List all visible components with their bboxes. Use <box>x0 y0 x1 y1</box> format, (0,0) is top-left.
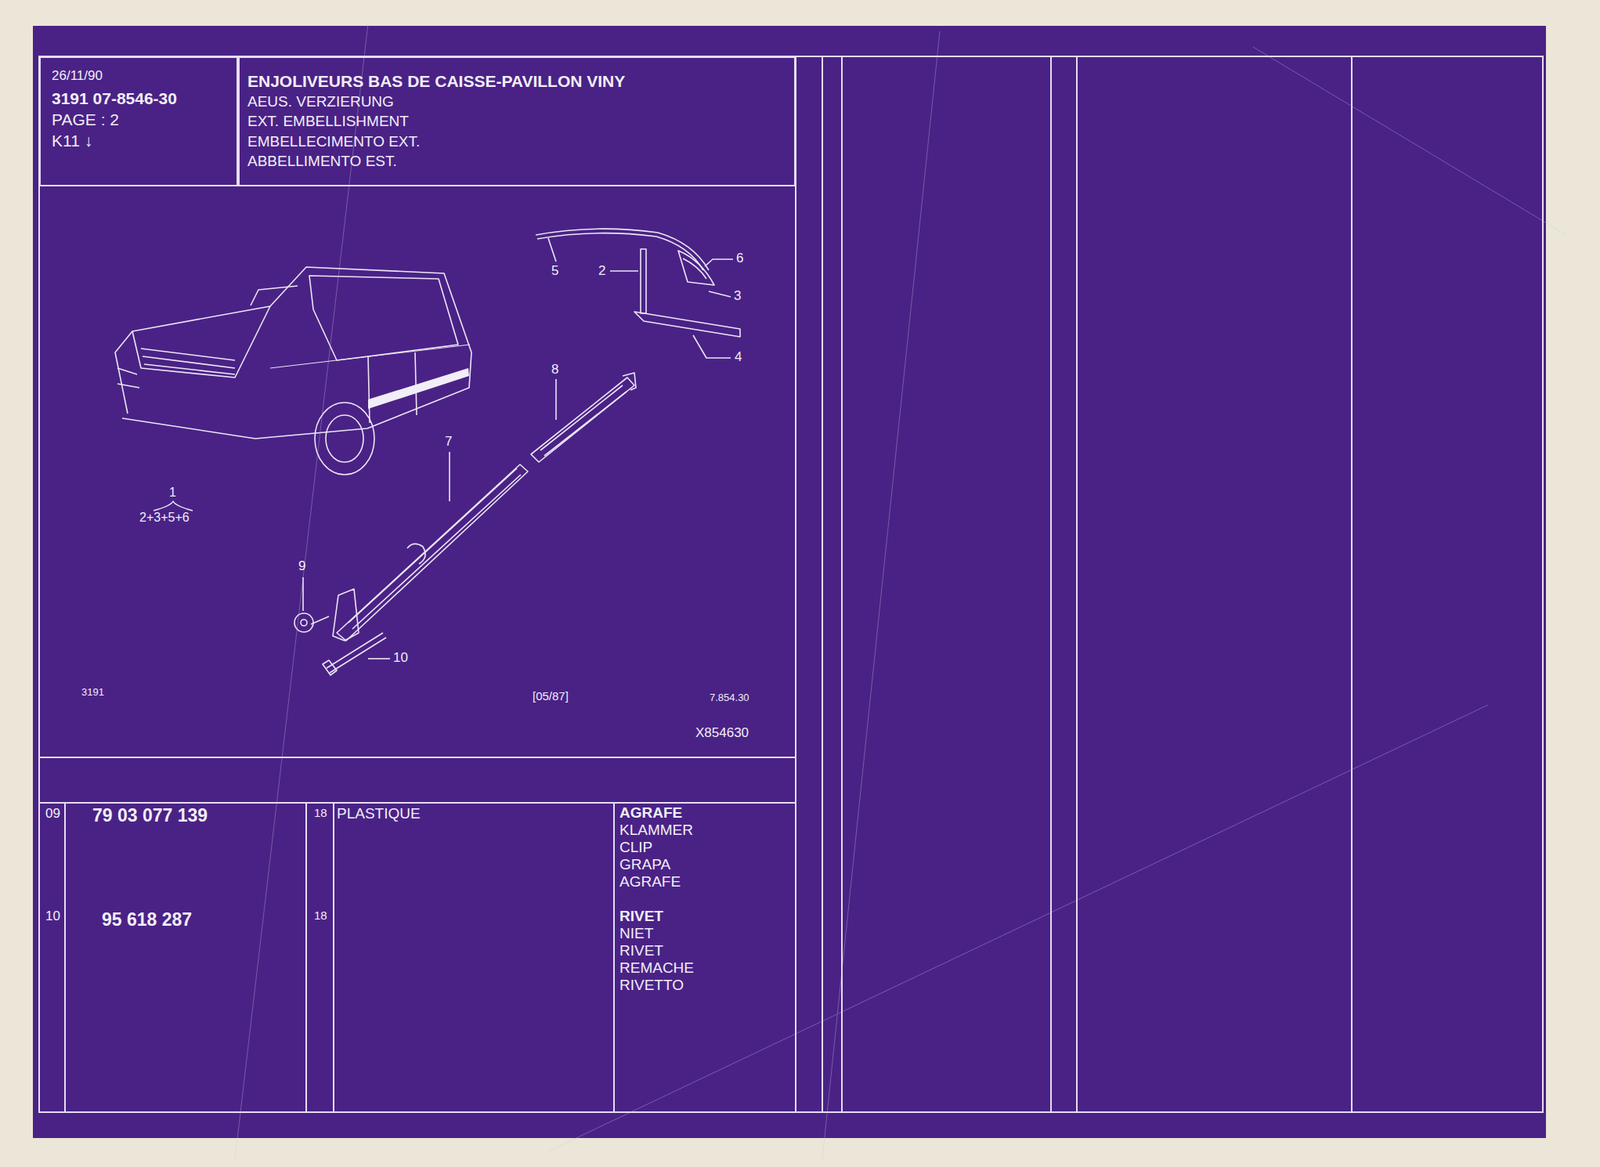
header-text: 26/11/90 <box>51 68 103 84</box>
title-cell: ENJOLIVEURS BAS DE CAISSE-PAVILLON VINY A… <box>238 56 796 187</box>
reference-cell: 26/11/90 3191 07-8546-30PAGE : 2 K11 ↓ <box>39 56 239 187</box>
part-name: CLIP <box>619 839 653 856</box>
callout-group: 2+3+5+6 <box>139 510 190 525</box>
callout-number: 1 <box>169 485 177 500</box>
item-number: 09 <box>45 806 61 822</box>
fiche-sheet <box>32 25 1546 1138</box>
header-text: EXT. EMBELLISHMENT <box>247 113 409 131</box>
frame <box>39 56 1543 1113</box>
plate-code: X854630 <box>695 725 749 741</box>
part-name: RIVET <box>619 942 664 960</box>
quantity-code: 18 <box>314 909 328 923</box>
callout-number: 9 <box>298 559 306 575</box>
title-text: ENJOLIVEURS BAS DE CAISSE-PAVILLON VINY <box>247 72 625 91</box>
material-cell: PLASTIQUE <box>336 805 421 823</box>
part-name: KLAMMER <box>619 822 694 839</box>
header-text: ABBELLIMENTO EST. <box>247 153 398 170</box>
header-text: AEUS. VERZIERUNG <box>247 93 394 111</box>
part-name: GRAPA <box>619 856 671 874</box>
plate-date: [05/87] <box>532 689 569 704</box>
header-text: 3191 07-8546-30 <box>51 89 177 108</box>
header-text: K11 ↓ <box>51 131 93 150</box>
callout-number: 5 <box>551 263 559 279</box>
callout-number: 3 <box>733 288 741 304</box>
item-number: 10 <box>45 909 61 925</box>
callout-number: 6 <box>736 251 744 267</box>
part-name: NIET <box>619 925 654 943</box>
callout-number: 10 <box>393 650 409 666</box>
part-name: RIVET <box>619 908 664 925</box>
callout-number: 4 <box>734 350 742 365</box>
callout-number: 8 <box>551 362 559 378</box>
part-name: REMACHE <box>619 960 694 977</box>
header-text: PAGE : 2 <box>51 110 120 129</box>
part-name: AGRAFE <box>619 805 683 822</box>
plate-code: 7.854.30 <box>709 692 750 704</box>
part-name: RIVETTO <box>619 977 684 994</box>
quantity-code: 18 <box>314 806 328 820</box>
part-name: AGRAFE <box>619 874 681 891</box>
callout-number: 2 <box>598 263 606 279</box>
part-number: 79 03 077 139 <box>92 805 208 826</box>
callout-number: 7 <box>444 434 452 450</box>
header-text: EMBELLECIMENTO EXT. <box>247 133 420 151</box>
plate-code: 3191 <box>81 686 105 698</box>
part-number: 95 618 287 <box>101 910 192 930</box>
